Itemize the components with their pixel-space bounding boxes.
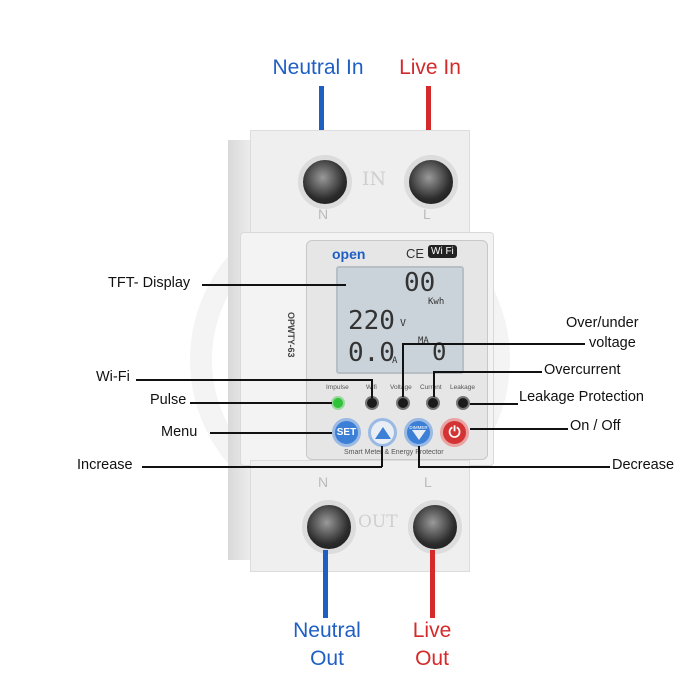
callout-leakage: Leakage Protection [519,389,644,405]
callout-overcurrent: Overcurrent [544,362,621,378]
neutral-out-line2: Out [310,647,344,670]
brand-logo: open [332,246,365,262]
bottom-neutral-terminal[interactable] [302,500,356,554]
power-icon: ⏻ [448,424,461,441]
bottom-n-label: N [318,474,329,490]
current-led [426,396,440,410]
current-unit: A [392,356,398,366]
neutral-out-line1: Neutral [293,619,361,642]
neutral-out-wire [323,550,328,618]
callout-line-increase-v [381,446,383,467]
dimmer-label: DIMMER [409,425,428,430]
callout-line-voltage-v [402,343,404,397]
up-arrow-icon [374,426,391,439]
callout-line-decrease-v [418,446,420,467]
in-label: IN [362,168,387,190]
voltage-led [396,396,410,410]
neutral-out-label: Neutral Out [282,617,372,673]
callout-line-decrease [418,466,610,468]
live-out-label: Live Out [400,617,464,673]
leakage-led [456,396,470,410]
live-in-label: Live In [399,56,461,79]
callout-line-increase [142,466,382,468]
energy-unit: Kwh [428,297,445,307]
current-value: 0.0 [348,338,395,368]
set-button-label: SET [336,427,357,438]
callout-decrease: Decrease [612,457,675,473]
live-in-wire [426,86,431,158]
set-button[interactable]: SET [332,418,361,447]
neutral-in-label: Neutral In [272,56,364,79]
indicator-label-current: Current [420,384,442,391]
callout-over-under-2: voltage [589,335,636,351]
top-live-terminal[interactable] [404,155,458,209]
callout-tft-display: TFT- Display [108,275,191,291]
wifi-badge: Wi Fi [428,245,457,258]
callout-onoff: On / Off [570,418,621,434]
pulse-led [331,396,345,410]
leak-value: 0 [432,338,447,366]
callout-line-menu [210,432,332,434]
live-out-wire [430,550,435,618]
leak-unit: MA [418,336,429,346]
callout-wifi: Wi-Fi [96,369,130,385]
callout-line-pulse [190,402,332,404]
top-neutral-terminal[interactable] [298,155,352,209]
callout-line-wifi-v [371,379,373,398]
decrease-button[interactable]: DIMMER [404,418,433,447]
callout-line-leakage [470,403,518,405]
out-label: OUT [358,512,398,532]
power-button[interactable]: ⏻ [440,418,469,447]
increase-button[interactable] [368,418,397,447]
callout-line-wifi [136,379,372,381]
callout-pulse: Pulse [150,392,187,408]
callout-line-tft [202,284,346,286]
model-label: OPWTY-63 [286,312,296,358]
live-out-line2: Out [415,647,449,670]
callout-menu: Menu [161,424,198,440]
brand-text: open [332,246,366,262]
callout-increase: Increase [77,457,133,473]
down-arrow-icon [411,430,426,440]
device-footer: Smart Meter & Energy Protector [344,449,444,456]
indicator-label-leakage: Leakage [450,384,475,391]
voltage-value: 220 [348,306,395,336]
voltage-unit: V [400,318,407,329]
ce-mark: CE [406,246,425,261]
top-n-label: N [318,206,329,222]
indicator-label-voltage: Voltage [390,384,412,391]
live-out-line1: Live [412,619,452,642]
wifi-led [365,396,379,410]
callout-over-under-1: Over/under [566,315,639,331]
bottom-l-label: L [424,474,432,490]
callout-line-overcurrent [433,371,542,373]
callout-line-voltage [402,343,585,345]
callout-line-overcurrent-v [433,371,435,397]
bottom-live-terminal[interactable] [408,500,462,554]
neutral-in-wire [319,86,324,158]
tft-display [336,266,464,374]
top-l-label: L [423,206,431,222]
callout-line-onoff [470,428,568,430]
indicator-label-impulse: Impulse [326,384,349,391]
energy-value: 00 [404,268,436,298]
